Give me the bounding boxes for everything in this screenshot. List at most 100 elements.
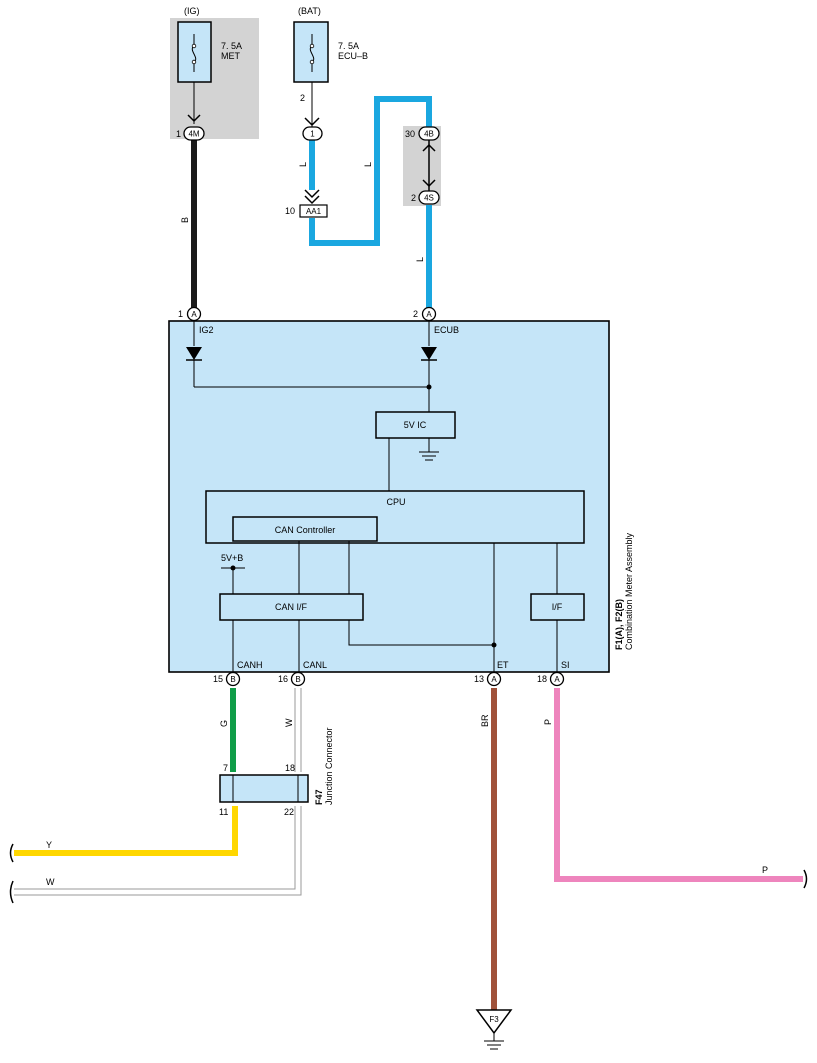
ic-5v-label: 5V IC — [404, 420, 427, 430]
connector-meter-a2-pin: 2 — [413, 309, 418, 319]
can-if-block — [219, 593, 364, 621]
can-controller-label: CAN Controller — [275, 525, 336, 535]
connector-4b-pin: 30 — [405, 129, 415, 139]
arrow-met — [187, 114, 201, 123]
svg-text:A: A — [554, 675, 560, 684]
wire-label-w: W — [284, 718, 294, 727]
svg-text:4B: 4B — [424, 130, 434, 139]
arrow-4s — [422, 179, 436, 188]
junction-connector-f47 — [219, 774, 309, 803]
ground-icon-ic — [419, 451, 439, 461]
connector-4m-pin: 1 — [176, 129, 181, 139]
fuse-bat-rating: 7. 5A — [338, 41, 359, 51]
terminal-canh: CANH — [237, 660, 263, 670]
connector-4s: 4S — [418, 190, 440, 205]
connector-meter-a18-pin: 18 — [537, 674, 547, 684]
wire-label-l2: L — [363, 162, 373, 167]
junction-code: F47 — [314, 789, 324, 805]
junction-pin-18: 18 — [285, 763, 295, 773]
svg-text:A: A — [191, 310, 197, 319]
wire-label-p-out: P — [762, 865, 768, 875]
diode-ig2 — [186, 347, 202, 361]
meter-code: F1(A), F2(B) — [614, 599, 624, 650]
wire-label-g: G — [219, 720, 229, 727]
can-controller-block — [232, 516, 378, 542]
connector-meter-a13: A — [486, 671, 502, 687]
internal-signal-wiring — [221, 541, 558, 672]
meter-name: Combination Meter Assembly — [624, 532, 634, 650]
wire-break-w — [9, 880, 14, 904]
fuse-bat-name: ECU–B — [338, 51, 368, 61]
terminal-canl: CANL — [303, 660, 327, 670]
wire-break-y — [9, 843, 14, 863]
arrow-ecub-fuse — [304, 117, 320, 127]
wire-label-b: B — [180, 217, 190, 223]
connector-4m: 4M — [183, 126, 205, 141]
connector-4b: 4B — [418, 126, 440, 141]
terminal-ecub: ECUB — [434, 325, 459, 335]
junction-dot-supply — [426, 384, 432, 390]
wire-break-p — [803, 869, 808, 889]
fuse-ig-name: MET — [221, 51, 241, 61]
svg-text:A: A — [491, 675, 497, 684]
fuse-met — [177, 21, 212, 83]
terminal-ig2: IG2 — [199, 325, 214, 335]
connector-meter-b15: B — [225, 671, 241, 687]
junction-pin-11: 11 — [219, 807, 228, 817]
connector-meter-a2: A — [421, 306, 437, 322]
connector-meter-a13-pin: 13 — [474, 674, 484, 684]
svg-text:4M: 4M — [188, 130, 199, 139]
ground-f3-label: F3 — [489, 1015, 499, 1024]
connector-meter-a18: A — [549, 671, 565, 687]
connector-meter-a1-pin: 1 — [178, 309, 183, 319]
svg-text:4S: 4S — [424, 194, 434, 203]
svg-text:B: B — [295, 675, 300, 684]
connector-meter-b16-pin: 16 — [278, 674, 288, 684]
fuse-ig-source: (IG) — [184, 6, 200, 16]
if-label: I/F — [552, 602, 563, 612]
connector-aa1: AA1 — [299, 204, 328, 218]
junction-dot-supply-5v — [230, 565, 236, 571]
svg-text:A: A — [426, 310, 432, 319]
junction-pin-7: 7 — [223, 763, 228, 773]
connector-4s-pin: 2 — [411, 193, 416, 203]
fuse-ecu-b — [293, 21, 329, 83]
diode-ecub — [421, 347, 437, 361]
if-block — [530, 593, 585, 621]
connector-meter-b16: B — [290, 671, 306, 687]
junction-pin-22: 22 — [284, 807, 294, 817]
connector-1: 1 — [302, 126, 323, 141]
wire-label-l3: L — [415, 257, 425, 262]
ground-icon-f3 — [475, 1009, 513, 1050]
fuse-bat-source: (BAT) — [298, 6, 321, 16]
wire-l-blue-2 — [309, 96, 432, 246]
wire-p-pink — [554, 688, 803, 882]
wire-label-w-out: W — [46, 877, 55, 887]
svg-text:B: B — [230, 675, 235, 684]
connector-meter-a1: A — [186, 306, 202, 322]
wire-label-l1: L — [298, 162, 308, 167]
svg-text:1: 1 — [310, 130, 315, 139]
connector-aa1-pin: 10 — [285, 206, 295, 216]
supply-5vb-label: 5V+B — [221, 553, 243, 563]
terminal-et: ET — [497, 660, 509, 670]
junction-name: Junction Connector — [324, 727, 334, 805]
wire-y-yellow — [14, 806, 238, 856]
arrow-aa1 — [304, 189, 320, 205]
wire-label-p: P — [543, 719, 553, 725]
wire-label-y-out: Y — [46, 840, 52, 850]
wire-w-white-upper — [294, 688, 302, 772]
cpu-label: CPU — [386, 497, 405, 507]
ic-5v-block — [375, 411, 456, 439]
connector-meter-b15-pin: 15 — [213, 674, 223, 684]
terminal-si: SI — [561, 660, 570, 670]
fuse-bat-pin: 2 — [300, 93, 305, 103]
wire-w-white-lower — [14, 806, 302, 896]
arrow-4b — [422, 143, 436, 152]
fuse-ig-rating: 7. 5A — [221, 41, 242, 51]
junction-dot-et — [491, 642, 497, 648]
can-if-label: CAN I/F — [275, 602, 308, 612]
wire-label-br: BR — [480, 714, 490, 727]
svg-text:AA1: AA1 — [306, 207, 322, 216]
